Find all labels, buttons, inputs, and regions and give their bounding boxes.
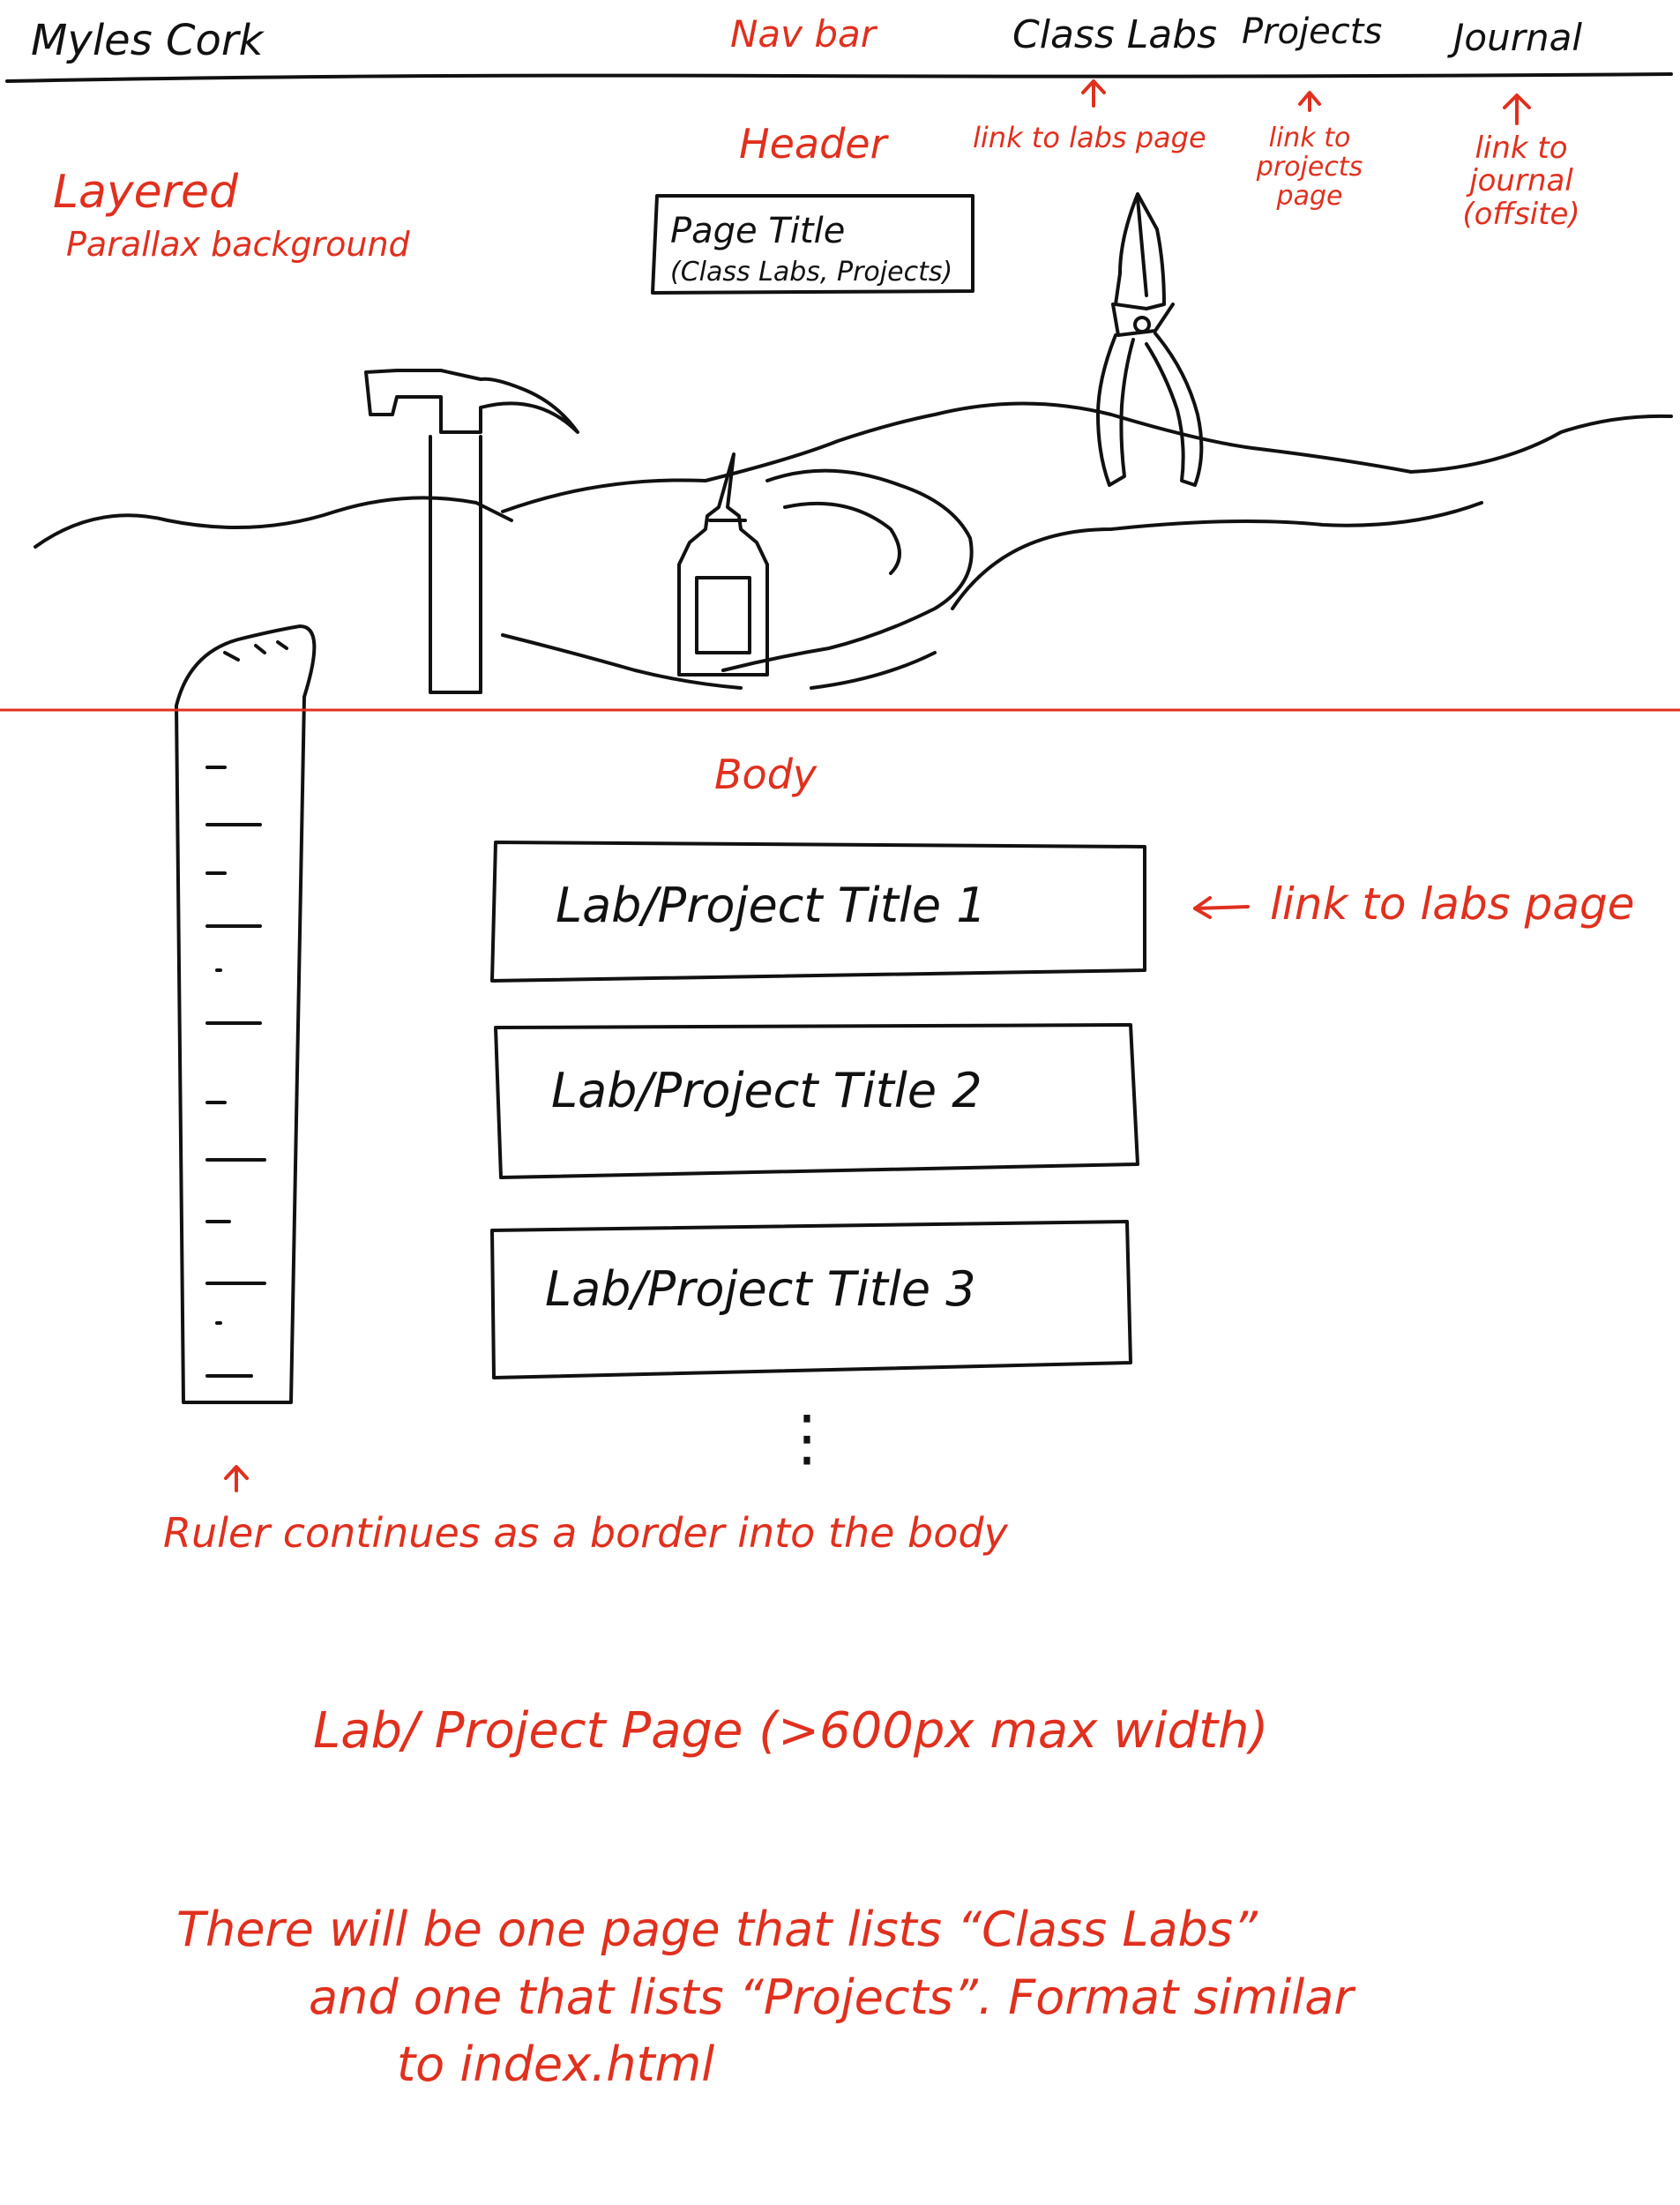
ground-line bbox=[503, 635, 741, 688]
annotation-ruler-note: Ruler continues as a border into the bod… bbox=[163, 1513, 1008, 1553]
annotation-footer-note: There will be one page that lists “Class… bbox=[176, 1896, 1354, 2099]
list-item-2[interactable]: Lab/Project Title 2 bbox=[551, 1067, 982, 1115]
more-items-indicator: ⋮ bbox=[776, 1407, 838, 1469]
annotation-projects-link: link to projects page bbox=[1257, 123, 1363, 211]
list-item-1[interactable]: Lab/Project Title 1 bbox=[556, 882, 987, 930]
page-title-line-1: Page Title bbox=[670, 207, 952, 255]
annotation-journal-line-1: link to bbox=[1462, 132, 1579, 165]
annotation-projects-line-1: link to bbox=[1257, 123, 1363, 153]
annotation-journal-line-2: journal bbox=[1462, 165, 1579, 198]
nav-link-class-labs[interactable]: Class Labs bbox=[1012, 16, 1217, 55]
background-label: Layered Parallax background bbox=[53, 163, 410, 266]
annotation-footer-line-1: There will be one page that lists “Class… bbox=[176, 1896, 1354, 1964]
annotation-journal-link: link to journal (offsite) bbox=[1462, 132, 1579, 231]
annotation-projects-line-2: projects bbox=[1257, 153, 1363, 182]
hill-back bbox=[35, 497, 511, 547]
page-title: Page Title (Class Labs, Projects) bbox=[670, 207, 952, 291]
annotation-footer-line-2: and one that lists “Projects”. Format si… bbox=[309, 1964, 1354, 2032]
pliers-icon bbox=[1098, 194, 1201, 485]
annotation-footer-line-3: to index.html bbox=[397, 2031, 1354, 2099]
annotation-journal-line-3: (offsite) bbox=[1462, 198, 1579, 231]
arrow-left-icon bbox=[1195, 898, 1248, 917]
path-road bbox=[723, 471, 972, 670]
nav-bar-label: Nav bar bbox=[730, 16, 876, 53]
arrow-up-icon bbox=[226, 1467, 247, 1491]
arrow-up-icon bbox=[1505, 95, 1529, 123]
header-label: Header bbox=[739, 123, 887, 164]
page-title-line-2: (Class Labs, Projects) bbox=[670, 255, 952, 291]
site-name[interactable]: Myles Cork bbox=[31, 19, 263, 62]
hill-middle bbox=[503, 404, 1671, 512]
tape-measure-icon bbox=[176, 626, 314, 1402]
arrow-up-icon bbox=[1083, 81, 1104, 106]
nav-link-projects[interactable]: Projects bbox=[1242, 14, 1382, 49]
path-road-inner bbox=[785, 504, 900, 573]
list-item-3[interactable]: Lab/Project Title 3 bbox=[545, 1266, 976, 1313]
annotation-projects-line-3: page bbox=[1257, 182, 1363, 211]
nav-bar-line bbox=[7, 74, 1671, 81]
glue-bottle-icon bbox=[679, 454, 767, 675]
nav-link-journal[interactable]: Journal bbox=[1453, 19, 1582, 56]
background-label-line-1: Layered bbox=[53, 163, 410, 223]
background-label-line-2: Parallax background bbox=[66, 223, 410, 266]
ground-line-2 bbox=[811, 653, 935, 688]
annotation-list-link: link to labs page bbox=[1270, 882, 1635, 926]
body-label: Body bbox=[714, 754, 817, 795]
annotation-class-labs-link: link to labs page bbox=[973, 123, 1206, 152]
hammer-icon bbox=[366, 370, 578, 692]
arrow-up-icon bbox=[1300, 93, 1319, 110]
hill-front bbox=[952, 503, 1482, 609]
annotation-page-spec: Lab/ Project Page (>600px max width) bbox=[313, 1707, 1268, 1756]
